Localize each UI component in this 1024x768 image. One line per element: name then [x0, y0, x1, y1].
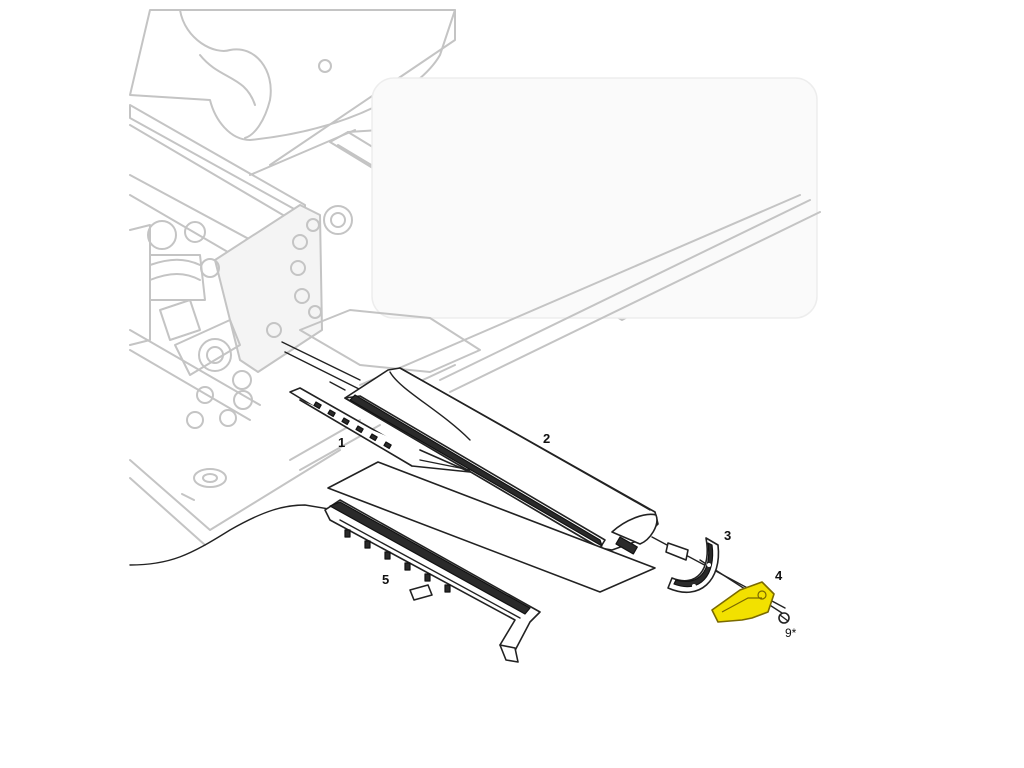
background-assembly	[129, 9, 821, 546]
callout-part-5: 5	[382, 572, 390, 587]
part-2-channel-cover	[344, 367, 659, 555]
callout-part-1: 1	[338, 435, 346, 450]
callout-part-4: 4	[775, 568, 783, 583]
part-5-guide-bar	[324, 499, 541, 663]
part-3-arc-bracket	[665, 537, 720, 594]
callout-part-3: 3	[724, 528, 732, 543]
callout-part-2: 2	[543, 431, 551, 446]
part-1-comb-strip	[289, 387, 471, 473]
sensor-cable	[129, 504, 336, 566]
flat-sheet	[327, 461, 656, 593]
part-4-knob	[711, 581, 775, 623]
callout-part-9: 9*	[785, 626, 797, 640]
part-9-screw	[778, 612, 790, 624]
